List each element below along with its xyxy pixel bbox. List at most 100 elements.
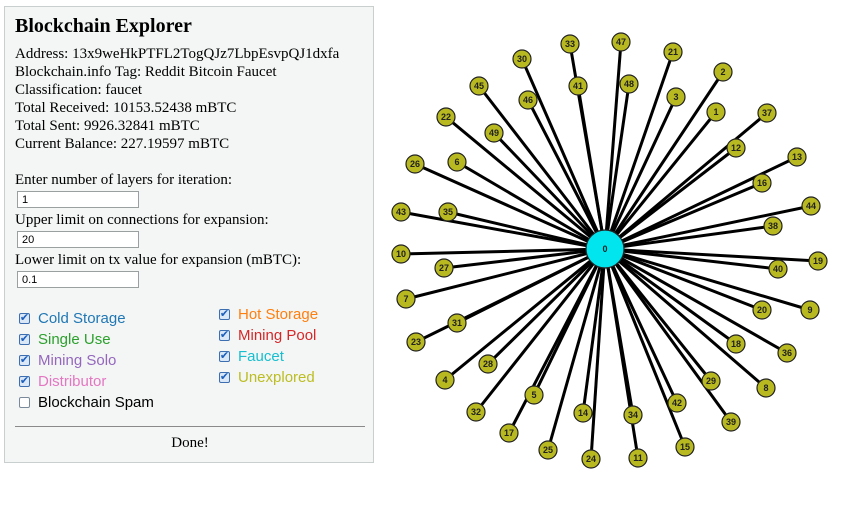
graph-node-36[interactable]: 36 (777, 343, 797, 363)
filter-hot-storage[interactable]: ✔ Hot Storage (219, 306, 318, 323)
node-label: 16 (757, 178, 767, 188)
graph-node-14[interactable]: 14 (573, 403, 593, 423)
graph-node-8[interactable]: 8 (756, 378, 776, 398)
graph-node-22[interactable]: 22 (436, 107, 456, 127)
graph-node-24[interactable]: 24 (581, 449, 601, 469)
upper-limit-input[interactable] (17, 231, 139, 248)
node-circle (478, 354, 498, 374)
node-label: 27 (439, 263, 449, 273)
graph-node-13[interactable]: 13 (787, 147, 807, 167)
node-label: 1 (713, 107, 718, 117)
graph-node-25[interactable]: 25 (538, 440, 558, 460)
graph-node-20[interactable]: 20 (752, 300, 772, 320)
filter-distributor[interactable]: ✔ Distributor (19, 373, 106, 390)
edge-40 (604, 247, 779, 271)
node-circle (484, 123, 504, 143)
graph-node-2[interactable]: 2 (713, 62, 733, 82)
checkbox-icon: ✔ (19, 312, 30, 324)
graph-node-34[interactable]: 34 (623, 405, 643, 425)
edge-4 (444, 247, 606, 382)
edge-3 (603, 96, 678, 250)
graph-node-46[interactable]: 46 (518, 90, 538, 110)
node-label: 6 (454, 157, 459, 167)
graph-node-21[interactable]: 21 (663, 42, 683, 62)
graph-node-49[interactable]: 49 (484, 123, 504, 143)
graph-node-17[interactable]: 17 (499, 423, 519, 443)
upper-limit-label: Upper limit on connections for expansion… (15, 212, 269, 228)
graph-node-11[interactable]: 11 (628, 448, 648, 468)
graph-node-4[interactable]: 4 (435, 370, 455, 390)
edge-30 (520, 58, 607, 250)
node-circle (560, 34, 580, 54)
node-circle (611, 32, 631, 52)
graph-node-15[interactable]: 15 (675, 437, 695, 457)
node-label: 15 (680, 442, 690, 452)
graph-node-23[interactable]: 23 (406, 332, 426, 352)
node-label: 8 (763, 383, 768, 393)
graph-node-33[interactable]: 33 (560, 34, 580, 54)
node-label: 30 (517, 54, 527, 64)
filter-cold-storage[interactable]: ✔ Cold Storage (19, 310, 126, 327)
graph-node-45[interactable]: 45 (469, 76, 489, 96)
graph-node-32[interactable]: 32 (466, 402, 486, 422)
node-circle (512, 49, 532, 69)
graph-node-3[interactable]: 3 (666, 87, 686, 107)
graph-node-40[interactable]: 40 (768, 259, 788, 279)
graph-node-12[interactable]: 12 (726, 138, 746, 158)
graph-node-35[interactable]: 35 (438, 202, 458, 222)
edge-24 (589, 248, 607, 460)
graph-node-42[interactable]: 42 (667, 393, 687, 413)
node-label: 45 (474, 81, 484, 91)
edge-49 (492, 131, 607, 251)
filter-single-use[interactable]: ✔ Single Use (19, 331, 111, 348)
graph-node-43[interactable]: 43 (391, 202, 411, 222)
node-label: 10 (396, 249, 406, 259)
node-label: 12 (731, 143, 741, 153)
checkbox-icon: ✔ (19, 354, 30, 366)
edge-6 (456, 160, 606, 251)
graph-node-39[interactable]: 39 (721, 412, 741, 432)
node-circle (447, 313, 467, 333)
node-label: 29 (706, 376, 716, 386)
node-label: 19 (813, 256, 823, 266)
done-button[interactable]: Done! (171, 435, 209, 451)
checkbox-icon (19, 397, 30, 408)
node-label: 47 (616, 37, 626, 47)
graph-node-29[interactable]: 29 (701, 371, 721, 391)
graph-node-16[interactable]: 16 (752, 173, 772, 193)
filter-blockchain-spam[interactable]: Blockchain Spam (19, 394, 154, 411)
layers-input[interactable] (17, 191, 139, 208)
graph-node-19[interactable]: 19 (808, 251, 828, 271)
graph-node-10[interactable]: 10 (391, 244, 411, 264)
filter-faucet[interactable]: ✔ Faucet (219, 348, 284, 365)
graph-node-18[interactable]: 18 (726, 334, 746, 354)
graph-node-44[interactable]: 44 (801, 196, 821, 216)
lower-limit-input[interactable] (17, 271, 139, 288)
filter-unexplored[interactable]: ✔ Unexplored (219, 369, 315, 386)
graph-node-38[interactable]: 38 (763, 216, 783, 236)
graph-node-7[interactable]: 7 (396, 289, 416, 309)
graph-node-48[interactable]: 48 (619, 74, 639, 94)
checkbox-icon: ✔ (19, 375, 30, 387)
graph-node-47[interactable]: 47 (611, 32, 631, 52)
center-node[interactable]: 0 (585, 229, 625, 269)
filter-label: Single Use (38, 331, 111, 348)
filter-mining-solo[interactable]: ✔ Mining Solo (19, 352, 116, 369)
graph-node-28[interactable]: 28 (478, 354, 498, 374)
graph-node-26[interactable]: 26 (405, 154, 425, 174)
graph-node-41[interactable]: 41 (568, 76, 588, 96)
node-circle (435, 370, 455, 390)
graph-node-6[interactable]: 6 (447, 152, 467, 172)
node-circle (434, 258, 454, 278)
filter-mining-pool[interactable]: ✔ Mining Pool (219, 327, 316, 344)
graph-node-27[interactable]: 27 (434, 258, 454, 278)
graph-node-31[interactable]: 31 (447, 313, 467, 333)
graph-node-9[interactable]: 9 (800, 300, 820, 320)
graph-node-30[interactable]: 30 (512, 49, 532, 69)
node-label: 40 (773, 264, 783, 274)
graph-node-1[interactable]: 1 (706, 102, 726, 122)
graph-node-5[interactable]: 5 (524, 385, 544, 405)
total-sent-text: Total Sent: 9926.32841 mBTC (15, 118, 200, 134)
checkbox-icon: ✔ (219, 329, 230, 341)
graph-node-37[interactable]: 37 (757, 103, 777, 123)
